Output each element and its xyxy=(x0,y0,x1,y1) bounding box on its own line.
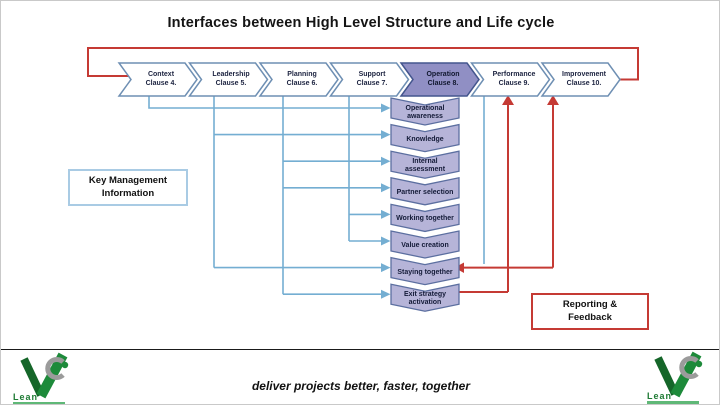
chevron-support xyxy=(329,62,410,97)
chevron-label-performance: Performance Clause 9. xyxy=(485,63,543,96)
arrow-up-improvement-icon xyxy=(547,95,559,105)
logo-subtext-bar xyxy=(13,402,65,404)
logo-wordmark: Lean xyxy=(647,391,673,401)
chevron-label-planning: Planning Clause 6. xyxy=(273,63,331,96)
reporting-line2: Feedback xyxy=(568,311,612,323)
stage-knowledge xyxy=(390,123,460,153)
key-management-information-box: Key Management Information xyxy=(68,169,188,206)
chevron-label-support: Support Clause 7. xyxy=(343,63,401,96)
information-flow-lines xyxy=(148,94,485,295)
reporting-feedback-box: Reporting & Feedback xyxy=(531,293,649,330)
information-flow-arrowheads xyxy=(381,103,391,299)
stage-partner-selection xyxy=(390,177,460,206)
kmi-line2: Information xyxy=(101,187,155,199)
feedback-loop-line xyxy=(87,47,639,81)
clause-name: Planning xyxy=(287,70,317,78)
stage-label-exit-strategy: Exit strategy activation xyxy=(403,290,447,306)
chevron-context xyxy=(117,62,198,97)
lci-logo-left: Lean xyxy=(11,351,85,404)
stage-operational-awareness xyxy=(390,97,460,126)
stage-label-value-creation: Value creation xyxy=(401,241,449,249)
clause-name: Context xyxy=(147,70,175,78)
clause-name: Leadership xyxy=(212,70,250,78)
chevron-improvement xyxy=(540,62,621,97)
kmi-line1: Key Management xyxy=(88,175,168,187)
reporting-feedback-lines xyxy=(457,103,554,293)
clause-number: Clause 9. xyxy=(498,79,530,87)
clause-number: Clause 7. xyxy=(356,79,388,87)
chevron-label-operation: Operation Clause 8. xyxy=(414,63,472,96)
chevron-leadership xyxy=(188,62,269,97)
logo-wordmark: Lean xyxy=(13,392,39,402)
footer-tagline: deliver projects better, faster, togethe… xyxy=(251,379,471,393)
chevron-label-context: Context Clause 4. xyxy=(132,63,190,96)
arrow-up-performance-icon xyxy=(502,95,514,105)
stage-internal-assessment xyxy=(390,150,460,179)
clause-name: Improvement xyxy=(562,70,606,78)
stage-label-knowledge: Knowledge xyxy=(406,135,444,143)
clause-name: Support xyxy=(358,70,386,78)
stage-label-working-together: Working together xyxy=(396,214,454,222)
stage-value-creation xyxy=(390,230,460,259)
clause-number: Clause 8. xyxy=(427,79,459,87)
clause-number: Clause 4. xyxy=(145,79,177,87)
chevron-performance xyxy=(470,62,551,97)
stage-working-together xyxy=(390,203,460,233)
chevron-label-improvement: Improvement Clause 10. xyxy=(555,63,613,96)
lci-logo-mark-icon xyxy=(20,352,69,399)
clause-number: Clause 10. xyxy=(566,79,602,87)
page-title: Interfaces between High Level Structure … xyxy=(167,15,555,31)
stage-label-operational-awareness: Operational awareness xyxy=(405,104,445,120)
stage-label-staying-together: Staying together xyxy=(397,268,453,276)
clause-number: Clause 5. xyxy=(215,79,247,87)
clause-name: Operation xyxy=(426,70,460,78)
stage-label-internal-assessment: Internal assessment xyxy=(404,157,446,173)
logo-subtext-bar xyxy=(647,401,699,404)
chevron-planning xyxy=(258,62,339,97)
stage-label-partner-selection: Partner selection xyxy=(396,188,454,196)
stage-exit-strategy-activation xyxy=(390,283,460,312)
clause-name: Performance xyxy=(492,70,536,78)
chevron-operation xyxy=(399,62,480,97)
lci-logo-right: Lean xyxy=(645,350,719,404)
reporting-line1: Reporting & xyxy=(562,299,618,311)
stage-staying-together xyxy=(390,256,460,286)
clause-number: Clause 6. xyxy=(286,79,318,87)
footer-divider xyxy=(1,349,719,350)
chevron-label-leadership: Leadership Clause 5. xyxy=(202,63,260,96)
lci-logo-mark-icon xyxy=(654,351,703,398)
